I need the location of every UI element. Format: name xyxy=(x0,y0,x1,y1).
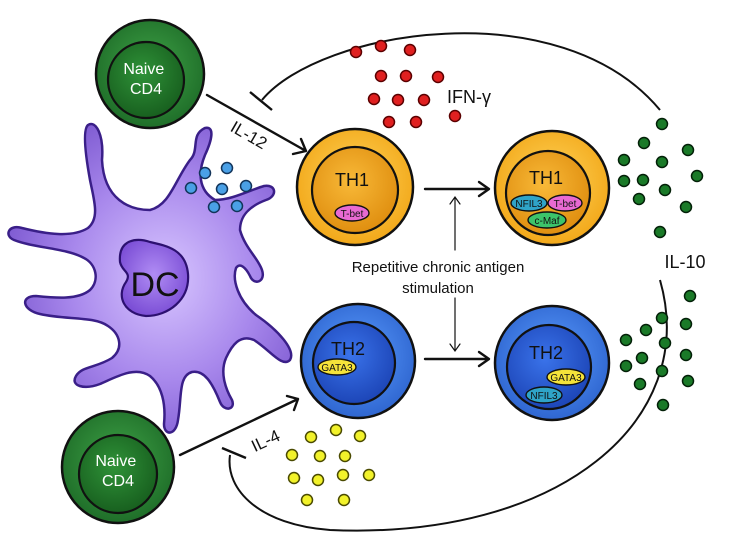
gata3-left-badge xyxy=(317,358,357,376)
th1-left-label: TH1 xyxy=(335,170,369,190)
gata3-right-label: GATA3 xyxy=(550,373,582,384)
inhibition-bar-bottom xyxy=(221,446,247,460)
il12-label: IL-12 xyxy=(227,117,270,153)
il10-dots-top xyxy=(617,117,704,239)
nfil3-th1-badge xyxy=(510,194,548,212)
naive-bottom-line2: CD4 xyxy=(102,473,134,490)
tbet-right-label: T-bet xyxy=(554,199,577,210)
tbet-left-badge xyxy=(334,204,370,222)
naive-cd4-bottom-label: Naive CD4 xyxy=(95,453,140,490)
center-label-line1: Repetitive chronic antigen xyxy=(352,259,525,276)
arrow-naive-to-th2 xyxy=(178,394,300,457)
il4-label: IL-4 xyxy=(248,426,283,456)
arrow-stimulation-down xyxy=(449,297,461,353)
th2-left-cell: TH2 GATA3 xyxy=(299,302,417,420)
th1-right-label: TH1 xyxy=(529,168,563,188)
dendritic-cell: DC xyxy=(7,122,293,434)
th2-right-cell: TH2 GATA3 NFIL3 xyxy=(493,304,611,422)
dc-label: DC xyxy=(130,266,179,304)
nfil3-th2-badge xyxy=(525,386,563,404)
gata3-left-label: GATA3 xyxy=(321,363,353,374)
il10-dots-bottom xyxy=(619,289,697,412)
arrow-th1-to-th1 xyxy=(423,180,491,198)
arrow-stimulation-up xyxy=(449,195,461,251)
nfil3-th1-label: NFIL3 xyxy=(515,199,543,210)
th2-right-label: TH2 xyxy=(529,343,563,363)
cmaf-label: c-Maf xyxy=(535,216,560,227)
th1-left-cell: TH1 T-bet xyxy=(295,127,415,247)
naive-cd4-bottom-cell: Naive CD4 xyxy=(60,409,176,525)
arrow-naive-to-th1 xyxy=(205,93,308,156)
th2-left-label: TH2 xyxy=(331,339,365,359)
inhibition-bar-top xyxy=(249,91,273,111)
th1-right-cell: TH1 NFIL3 T-bet c-Maf xyxy=(493,129,611,247)
il10-label: IL-10 xyxy=(664,252,705,272)
nfil3-th2-label: NFIL3 xyxy=(530,391,558,402)
il4-dots xyxy=(285,423,376,507)
naive-bottom-line1: Naive xyxy=(95,453,136,470)
center-label-line2: stimulation xyxy=(402,280,474,297)
naive-cd4-top-label: Naive CD4 xyxy=(123,61,168,98)
naive-top-line2: CD4 xyxy=(130,81,162,98)
tbet-right-badge xyxy=(547,194,583,212)
dc-nucleus xyxy=(118,238,190,318)
il12-dots xyxy=(184,161,253,214)
naive-cd4-top-cell: Naive CD4 xyxy=(94,18,206,130)
naive-top-line1: Naive xyxy=(123,61,164,78)
regulatory-loop-curve xyxy=(228,32,668,532)
ifng-label: IFN-γ xyxy=(447,87,491,107)
ifng-dots xyxy=(349,39,462,129)
tbet-left-label: T-bet xyxy=(341,209,364,220)
cmaf-badge xyxy=(527,211,567,229)
arrow-th2-to-th2 xyxy=(423,350,491,368)
gata3-right-badge xyxy=(546,368,586,386)
